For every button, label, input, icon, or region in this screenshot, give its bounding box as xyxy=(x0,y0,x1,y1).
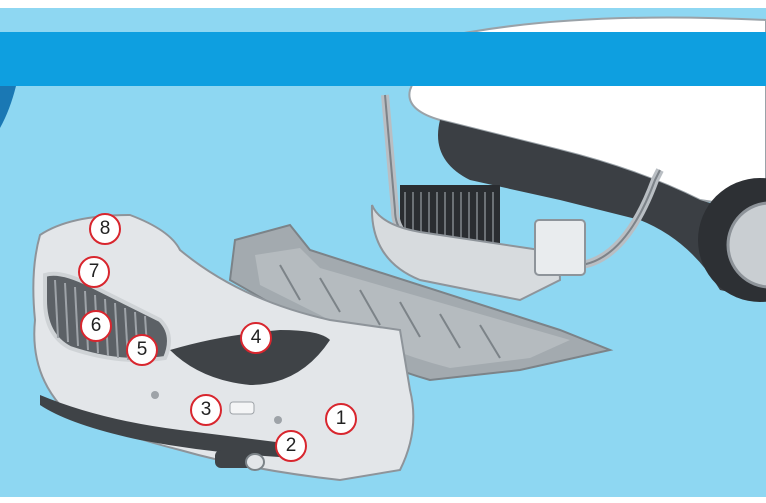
callout-7: 7 xyxy=(78,256,110,288)
callout-3: 3 xyxy=(190,394,222,426)
header-bar xyxy=(0,32,766,86)
callout-8: 8 xyxy=(89,213,121,245)
callout-6: 6 xyxy=(80,310,112,342)
callout-2: 2 xyxy=(275,430,307,462)
bottom-white-strip xyxy=(0,497,766,503)
top-white-strip xyxy=(0,0,766,8)
callout-5: 5 xyxy=(126,334,158,366)
callout-1: 1 xyxy=(325,403,357,435)
callout-4: 4 xyxy=(240,322,272,354)
